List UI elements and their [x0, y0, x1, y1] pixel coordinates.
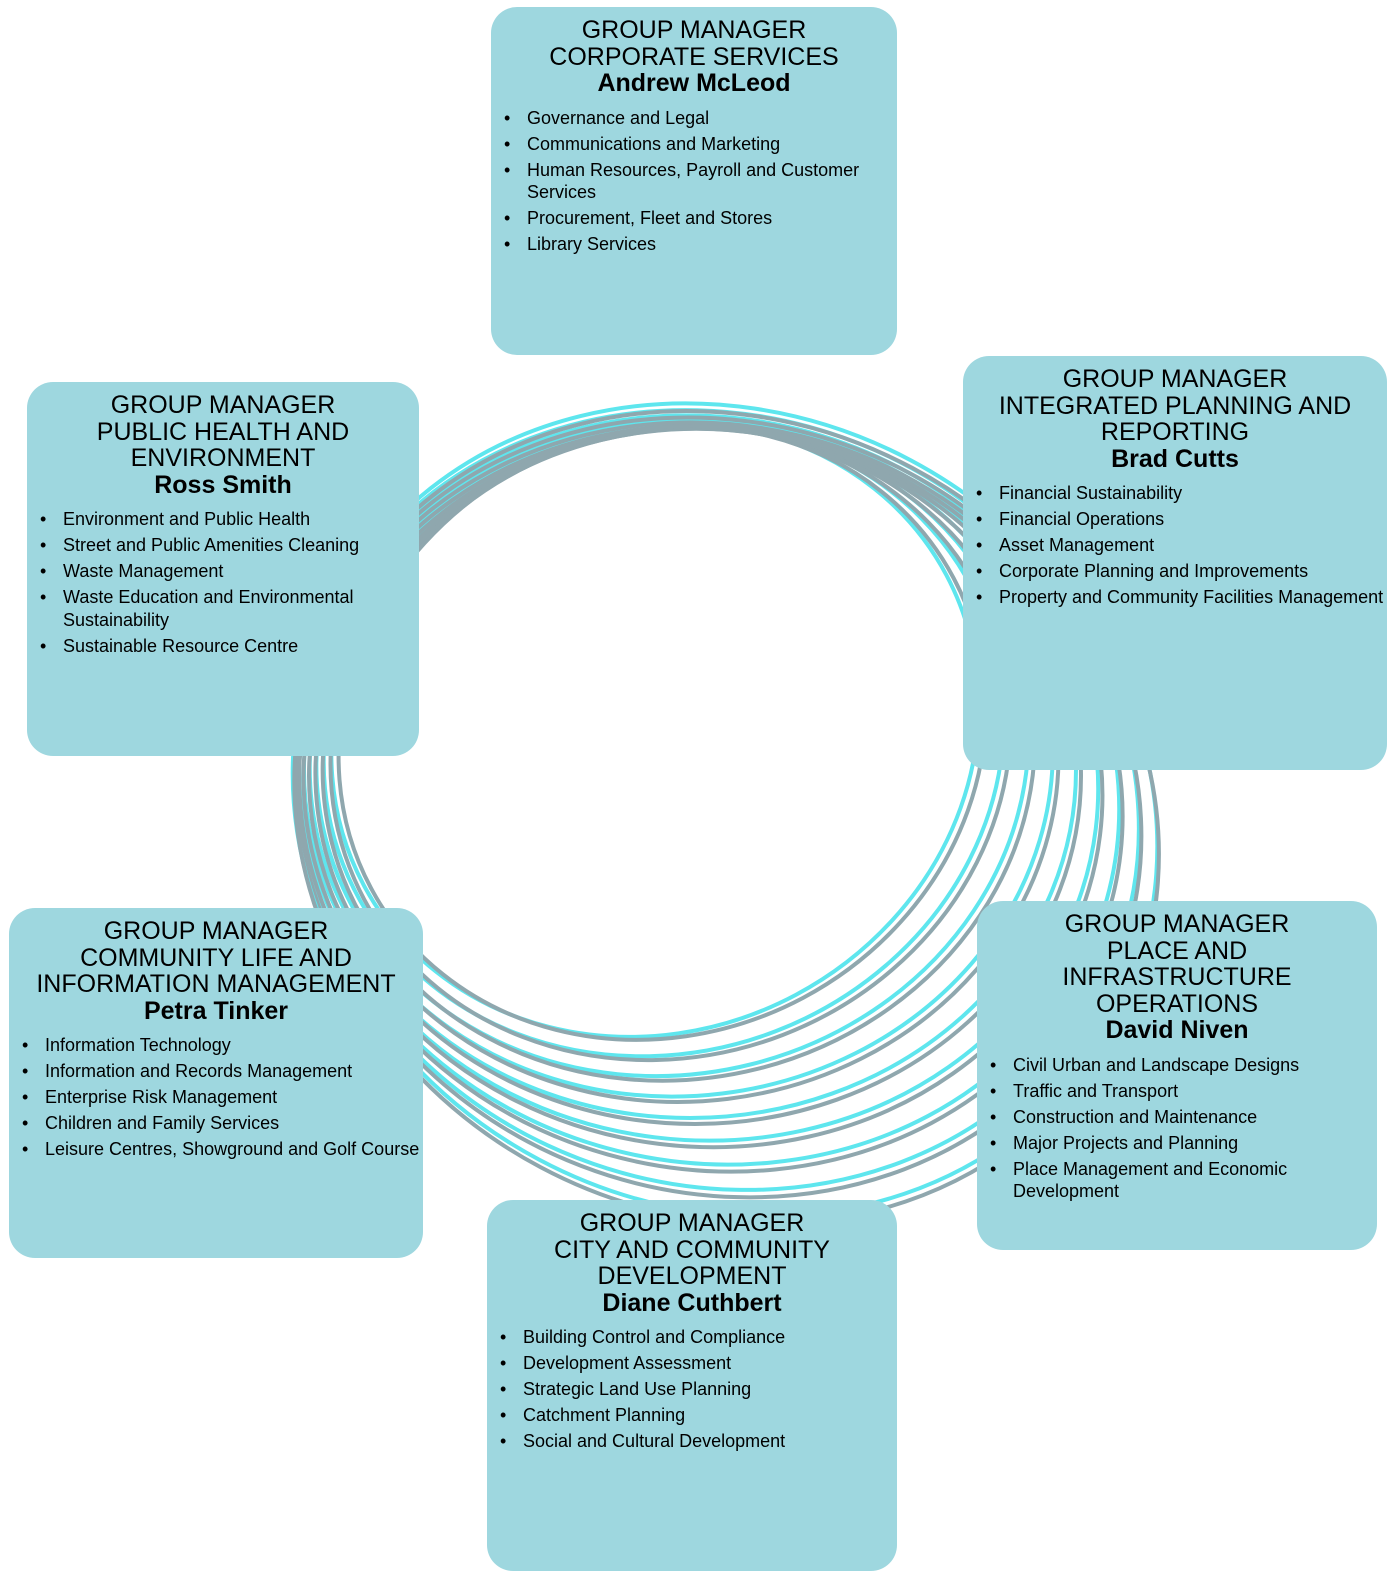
- bullet-icon: •: [500, 1353, 507, 1373]
- bullet-icon: •: [504, 133, 511, 154]
- list-item: •Development Assessment: [500, 1353, 732, 1373]
- list-item: •Information Technology: [22, 1035, 231, 1055]
- bullet-icon: •: [976, 509, 983, 529]
- bullet-icon: •: [976, 483, 983, 503]
- bullet-icon: •: [40, 535, 47, 555]
- bullet-icon: •: [22, 1035, 29, 1055]
- card-integrated-planning: GROUP MANAGER INTEGRATED PLANNING AND RE…: [963, 356, 1387, 770]
- list-item: •Building Control and Compliance: [500, 1327, 786, 1347]
- list-item: •Leisure Centres, Showground and Golf Co…: [22, 1139, 420, 1159]
- bullet-icon: •: [976, 535, 983, 555]
- bullet-icon: •: [22, 1061, 29, 1081]
- list-item: •Communications and Marketing: [504, 133, 781, 154]
- responsibility-list: •Building Control and Compliance •Develo…: [487, 1326, 897, 1453]
- bullet-icon: •: [976, 561, 983, 581]
- list-item: •Enterprise Risk Management: [22, 1087, 278, 1107]
- bullet-icon: •: [504, 234, 511, 254]
- bullet-icon: •: [990, 1080, 997, 1101]
- bullet-icon: •: [504, 159, 511, 180]
- card-manager-name: Ross Smith: [154, 470, 292, 499]
- card-role-title: GROUP MANAGER COMMUNITY LIFE AND INFORMA…: [36, 917, 396, 998]
- bullet-icon: •: [40, 635, 47, 656]
- swirl-ring: [307, 426, 1083, 1126]
- list-item: •Street and Public Amenities Cleaning: [40, 535, 360, 555]
- card-manager-name: Petra Tinker: [143, 996, 289, 1025]
- list-item: •Environment and Public Health: [40, 509, 311, 529]
- list-item: •Major Projects and Planning: [990, 1132, 1239, 1153]
- bullet-icon: •: [22, 1087, 29, 1107]
- bullet-icon: •: [500, 1379, 507, 1399]
- bullet-icon: •: [976, 587, 983, 607]
- list-item: •Construction and Maintenance: [990, 1106, 1258, 1127]
- bullet-icon: •: [40, 509, 47, 529]
- card-place-infrastructure: GROUP MANAGER PLACE AND INFRASTRUCTURE O…: [977, 901, 1377, 1250]
- card-manager-name: Andrew McLeod: [597, 69, 791, 97]
- responsibility-list: •Civil Urban and Landscape Designs •Traf…: [977, 1054, 1377, 1203]
- list-item: •Asset Management: [976, 535, 1155, 555]
- card-header: GROUP MANAGER PLACE AND INFRASTRUCTURE O…: [977, 901, 1377, 1044]
- list-item: •Children and Family Services: [22, 1113, 280, 1133]
- bullet-icon: •: [504, 107, 511, 128]
- responsibility-list: •Information Technology •Information and…: [9, 1034, 423, 1161]
- card-manager-name: Diane Cuthbert: [602, 1288, 782, 1317]
- card-header: GROUP MANAGER CORPORATE SERVICES Andrew …: [491, 7, 897, 97]
- bullet-icon: •: [504, 208, 511, 228]
- responsibility-list: •Governance and Legal •Communications an…: [491, 107, 897, 256]
- list-item: •Corporate Planning and Improvements: [976, 561, 1309, 581]
- bullet-icon: •: [500, 1327, 507, 1347]
- list-item: •Social and Cultural Development: [500, 1431, 786, 1451]
- card-header: GROUP MANAGER PUBLIC HEALTH AND ENVIRONM…: [27, 382, 419, 498]
- bullet-icon: •: [500, 1405, 507, 1425]
- card-header: GROUP MANAGER CITY AND COMMUNITY DEVELOP…: [487, 1200, 897, 1316]
- list-item: •Civil Urban and Landscape Designs: [990, 1054, 1300, 1075]
- list-item: •Procurement, Fleet and Stores: [504, 208, 773, 228]
- list-item: •Property and Community Facilities Manag…: [976, 587, 1384, 607]
- card-corporate-services: GROUP MANAGER CORPORATE SERVICES Andrew …: [491, 7, 897, 355]
- list-item: •Financial Sustainability: [976, 483, 1183, 503]
- card-public-health: GROUP MANAGER PUBLIC HEALTH AND ENVIRONM…: [27, 382, 419, 756]
- list-item: •Strategic Land Use Planning: [500, 1379, 752, 1399]
- bullet-icon: •: [22, 1113, 29, 1133]
- list-item: •Library Services: [504, 234, 657, 254]
- list-item: •Governance and Legal: [504, 107, 710, 128]
- responsibility-list: •Environment and Public Health •Street a…: [27, 508, 419, 657]
- bullet-icon: •: [500, 1431, 507, 1451]
- list-item: •Catchment Planning: [500, 1405, 686, 1425]
- bullet-icon: •: [990, 1106, 997, 1127]
- card-manager-name: David Niven: [1105, 1016, 1249, 1044]
- list-item: •Waste Management: [40, 561, 224, 581]
- bullet-icon: •: [40, 561, 47, 581]
- bullet-icon: •: [990, 1054, 997, 1075]
- card-city-community-development: GROUP MANAGER CITY AND COMMUNITY DEVELOP…: [487, 1200, 897, 1571]
- bullet-icon: •: [990, 1158, 997, 1179]
- bullet-icon: •: [990, 1132, 997, 1153]
- card-role-title: GROUP MANAGER CORPORATE SERVICES: [549, 16, 839, 71]
- card-header: GROUP MANAGER INTEGRATED PLANNING AND RE…: [963, 356, 1387, 472]
- list-item: •Traffic and Transport: [990, 1080, 1179, 1101]
- list-item: •Place Management and Economic Developme…: [990, 1158, 1288, 1202]
- card-role-title: GROUP MANAGER PUBLIC HEALTH AND ENVIRONM…: [96, 391, 350, 472]
- bullet-icon: •: [22, 1139, 29, 1159]
- card-role-title: GROUP MANAGER PLACE AND INFRASTRUCTURE O…: [1062, 910, 1292, 1018]
- list-item: •Information and Records Management: [22, 1061, 353, 1081]
- card-manager-name: Brad Cutts: [1111, 444, 1239, 473]
- card-header: GROUP MANAGER COMMUNITY LIFE AND INFORMA…: [9, 908, 423, 1024]
- card-community-life: GROUP MANAGER COMMUNITY LIFE AND INFORMA…: [9, 908, 423, 1258]
- card-role-title: GROUP MANAGER CITY AND COMMUNITY DEVELOP…: [554, 1209, 830, 1290]
- bullet-icon: •: [40, 587, 47, 607]
- responsibility-list: •Financial Sustainability •Financial Ope…: [963, 482, 1387, 609]
- list-item: •Waste Education and Environmental Susta…: [40, 587, 354, 630]
- list-item: •Financial Operations: [976, 509, 1165, 529]
- list-item: •Human Resources, Payroll and Customer S…: [504, 159, 860, 203]
- card-role-title: GROUP MANAGER INTEGRATED PLANNING AND RE…: [998, 365, 1352, 446]
- list-item: •Sustainable Resource Centre: [40, 635, 299, 656]
